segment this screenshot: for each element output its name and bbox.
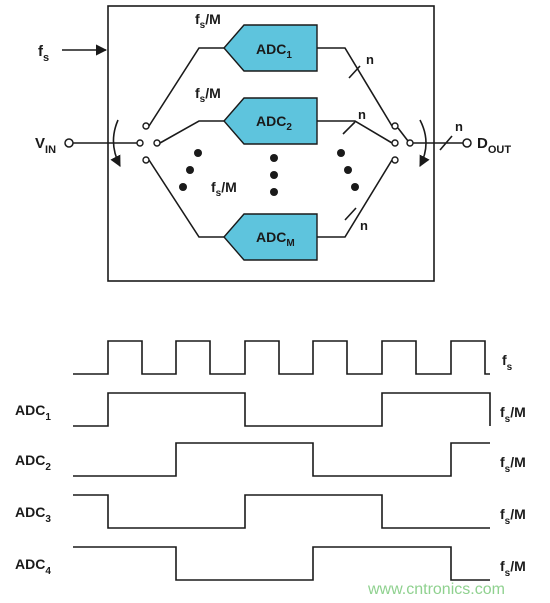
adc-2-waveform xyxy=(73,442,490,477)
input-clock-label: fs xyxy=(38,43,49,64)
adc-3-row-label: ADC3 xyxy=(15,504,51,525)
adc-1-label: ADC1 xyxy=(256,41,292,61)
adc-2-label: ADC2 xyxy=(256,113,292,133)
output-label: DOUT xyxy=(477,135,511,156)
output-bus-width-label: n xyxy=(455,119,463,134)
input-branch-1 xyxy=(148,47,230,127)
bus-slash-1 xyxy=(348,65,361,79)
adc-m-block: ADCM xyxy=(223,213,318,261)
adc-1-waveform xyxy=(73,392,491,427)
vertical-dots-icon xyxy=(179,149,359,196)
bus-width-label-2: n xyxy=(358,107,366,122)
adc-4-waveform xyxy=(73,546,490,581)
block-diagram: fs VIN ADC1 ADC2 xyxy=(35,5,511,282)
input-branch-m xyxy=(148,159,230,238)
output-bus-slash xyxy=(439,135,453,151)
output-branch-2 xyxy=(317,120,393,144)
output-contact-1 xyxy=(391,122,399,130)
input-rotation-arrow xyxy=(110,119,121,167)
input-contact-m xyxy=(142,156,150,164)
clock-div-label-2: fs/M xyxy=(195,85,221,105)
input-contact-1 xyxy=(142,122,150,130)
bus-width-label-1: n xyxy=(366,52,374,67)
output-switch-arm xyxy=(397,127,409,142)
output-contact-m xyxy=(391,156,399,164)
adc-2-row-label: ADC2 xyxy=(15,452,51,473)
input-contact-2 xyxy=(153,139,161,147)
bus-slash-m xyxy=(344,207,357,221)
adc-3-rate-label: fs/M xyxy=(500,506,526,527)
adc-2-rate-label: fs/M xyxy=(500,454,526,475)
adc-1-row-label: ADC1 xyxy=(15,402,51,423)
bus-width-label-m: n xyxy=(360,218,368,233)
clock-div-label-m: fs/M xyxy=(211,179,237,199)
adc-4-row-label: ADC4 xyxy=(15,556,51,577)
adc-4-rate-label: fs/M xyxy=(500,558,526,579)
input-switch-pivot xyxy=(136,139,144,147)
clock-rate-label: fs xyxy=(502,352,513,373)
adc-1-block: ADC1 xyxy=(223,24,318,72)
bus-slash-2 xyxy=(342,121,356,135)
input-branch-2 xyxy=(159,120,230,144)
output-branch-1 xyxy=(317,47,393,127)
output-terminal xyxy=(462,138,472,148)
output-contact-2 xyxy=(391,139,399,147)
clock-waveform xyxy=(73,340,490,375)
adc-m-label: ADCM xyxy=(256,229,295,249)
adc-3-waveform xyxy=(73,494,490,529)
adc-2-block: ADC2 xyxy=(223,97,318,145)
output-branch-m xyxy=(317,159,393,238)
input-terminal xyxy=(64,138,74,148)
adc-1-rate-label: fs/M xyxy=(500,404,526,425)
clock-div-label-1: fs/M xyxy=(195,11,221,31)
watermark: www.cntronics.com xyxy=(367,581,505,598)
input-label: VIN xyxy=(35,135,56,156)
